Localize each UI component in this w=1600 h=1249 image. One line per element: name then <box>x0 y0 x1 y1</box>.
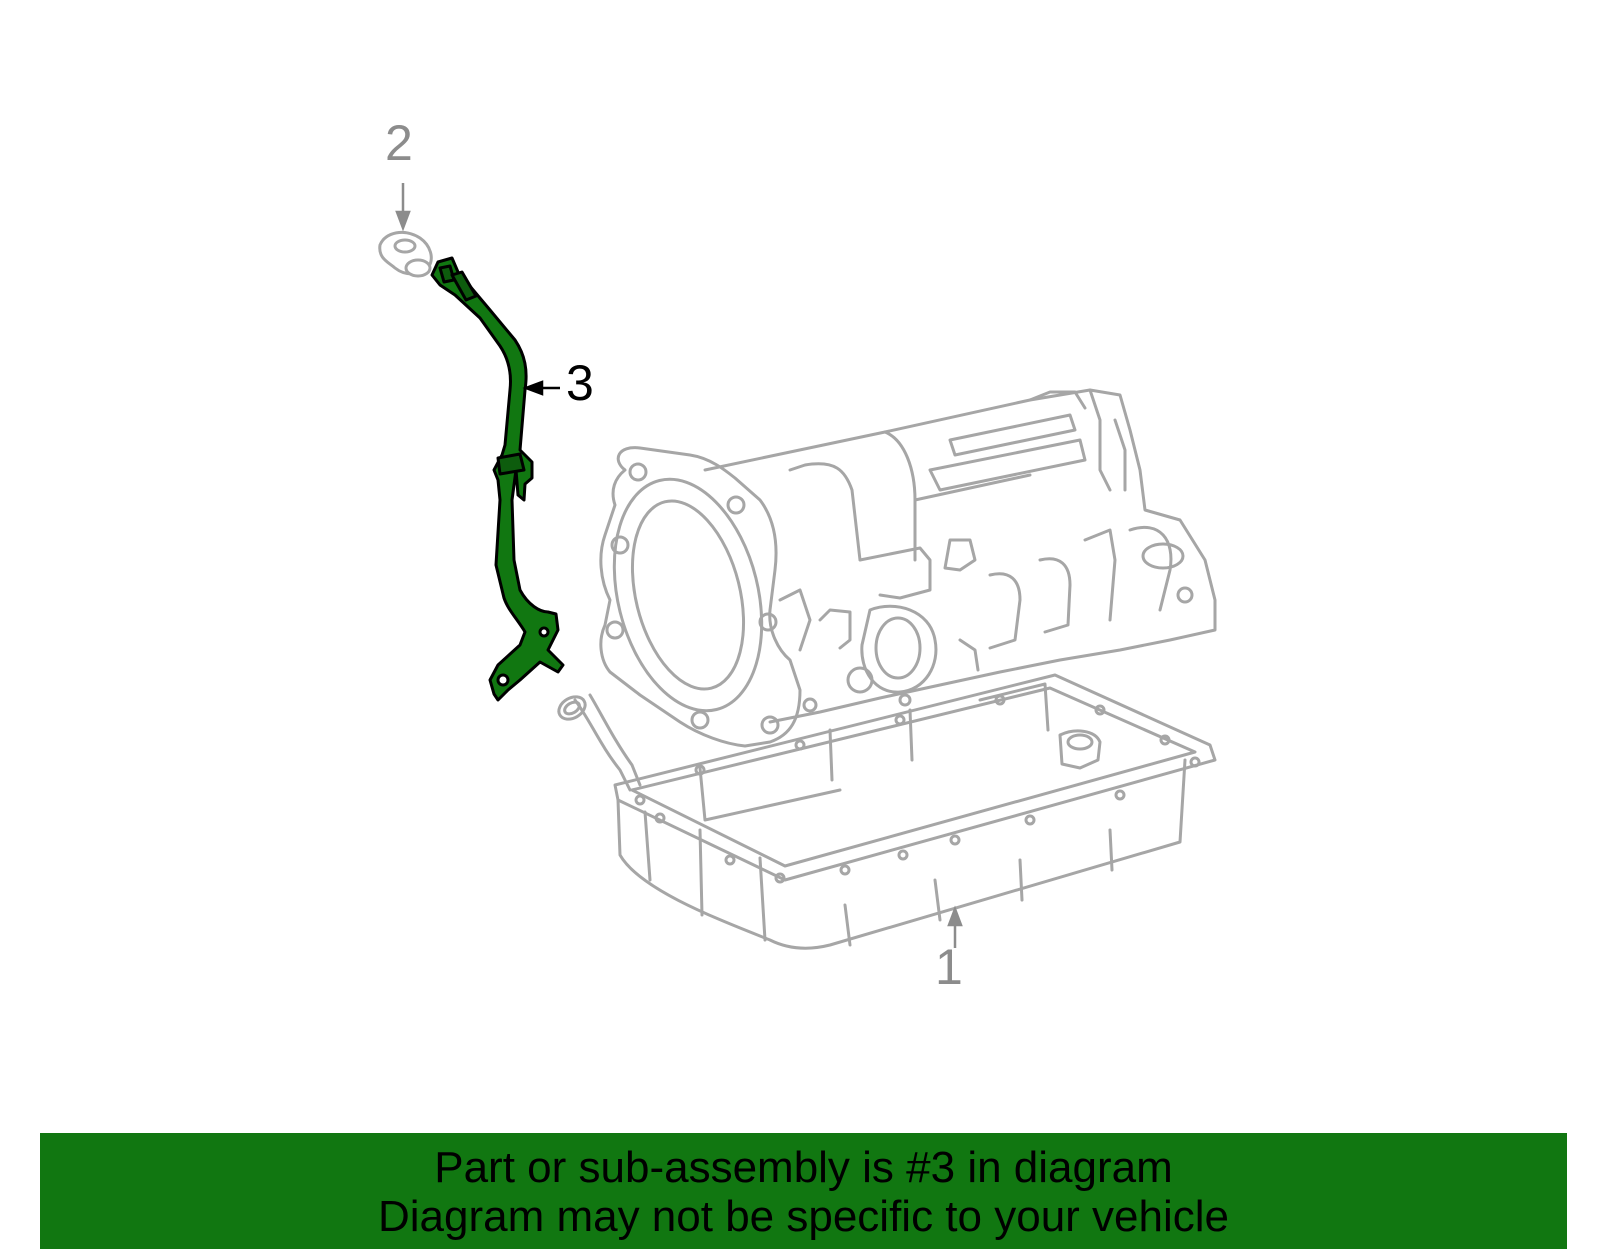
info-banner: Part or sub-assembly is #3 in diagram Di… <box>40 1133 1567 1249</box>
transmission-assembly <box>599 388 1217 748</box>
callout-leader-1 <box>947 905 963 948</box>
banner-line-2: Diagram may not be specific to your vehi… <box>377 1192 1230 1241</box>
callout-number-1: 1 <box>935 939 963 995</box>
callout-number-2: 2 <box>385 115 413 171</box>
oil-pan <box>557 673 1217 950</box>
dipstick-cap-part-2 <box>378 230 433 278</box>
callout-leader-2 <box>395 183 411 232</box>
banner-line-1: Part or sub-assembly is #3 in diagram <box>434 1143 1173 1192</box>
dipstick-tube-part-3 <box>430 256 565 702</box>
callout-leader-3 <box>522 380 560 396</box>
callout-number-3: 3 <box>566 355 594 411</box>
